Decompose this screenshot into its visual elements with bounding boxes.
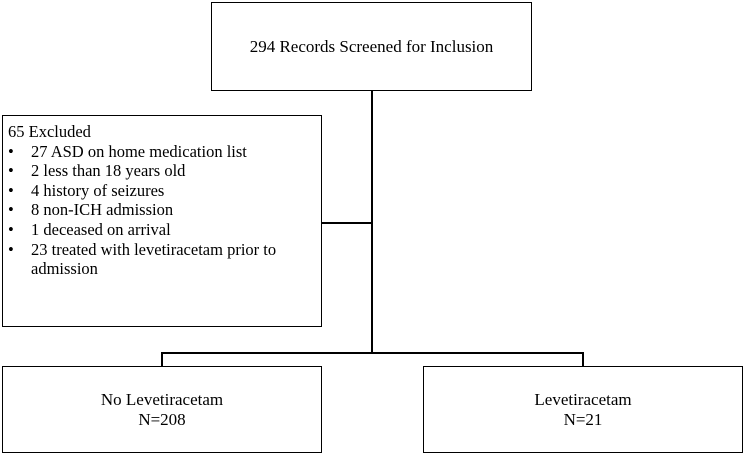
levetiracetam-count: N=21: [563, 409, 603, 429]
no-levetiracetam-label: No Levetiracetam: [100, 389, 224, 409]
excluded-title: 65 Excluded: [8, 122, 91, 141]
excluded-item-text: 2 less than 18 years old: [31, 161, 186, 181]
bullet-icon: •: [8, 141, 14, 161]
levetiracetam-label: Levetiracetam: [534, 389, 632, 409]
levetiracetam-box: Levetiracetam N=21: [423, 366, 743, 453]
screened-records-box: 294 Records Screened for Inclusion: [211, 2, 532, 91]
screened-records-text: 294 Records Screened for Inclusion: [249, 36, 494, 56]
excluded-item: • 4 history of seizures: [8, 181, 321, 201]
excluded-item: • 1 deceased on arrival: [8, 220, 321, 240]
excluded-box: 65 Excluded • 27 ASD on home medication l…: [2, 115, 322, 327]
excluded-item-text: 1 deceased on arrival: [31, 219, 171, 239]
excluded-item: • 23 treated with levetiracetam prior to …: [8, 240, 321, 279]
excluded-item: • 2 less than 18 years old: [8, 161, 321, 181]
excluded-list: • 27 ASD on home medication list • 2 less …: [8, 142, 321, 279]
excluded-item: • 8 non-ICH admission: [8, 200, 321, 220]
excluded-item-text: 8 non-ICH admission: [31, 200, 174, 220]
excluded-item-text: 23 treated with levetiracetam prior to a…: [31, 239, 277, 279]
connector-split-horizontal: [161, 352, 583, 354]
no-levetiracetam-box: No Levetiracetam N=208: [2, 366, 322, 453]
connector-to-levetiracetam: [582, 352, 584, 366]
excluded-item: • 27 ASD on home medication list: [8, 142, 321, 162]
bullet-icon: •: [8, 161, 14, 181]
excluded-item-text: 4 history of seizures: [31, 180, 165, 200]
bullet-icon: •: [8, 200, 14, 220]
bullet-icon: •: [8, 180, 14, 200]
connector-to-no-levetiracetam: [161, 352, 163, 366]
bullet-icon: •: [8, 219, 14, 239]
excluded-item-text: 27 ASD on home medication list: [31, 141, 247, 161]
connector-excluded-branch: [322, 222, 372, 224]
bullet-icon: •: [8, 239, 14, 259]
no-levetiracetam-count: N=208: [138, 409, 186, 429]
